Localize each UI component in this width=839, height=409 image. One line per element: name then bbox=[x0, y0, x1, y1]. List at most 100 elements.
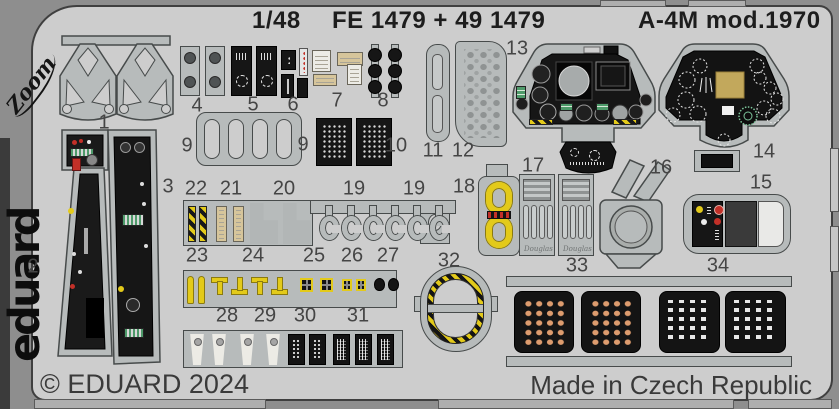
part-31-plate bbox=[333, 334, 350, 365]
part-15-panel bbox=[683, 194, 791, 254]
part-6-bit bbox=[299, 48, 308, 76]
part-number-label: 9 bbox=[181, 134, 193, 157]
part-1-canopy-frames bbox=[59, 35, 174, 121]
set-code: FE 1479 + 49 1479 bbox=[332, 7, 546, 34]
part-9-loop-strip bbox=[196, 112, 302, 166]
part-19-hook bbox=[408, 206, 429, 240]
part-8-knob bbox=[388, 80, 402, 94]
part-number-label: 13 bbox=[505, 37, 529, 60]
pedal-brand-text: Douglas bbox=[524, 245, 553, 253]
part-28-tag bbox=[212, 334, 226, 365]
part-27-knob bbox=[374, 278, 385, 291]
part-22-hazard-post bbox=[188, 206, 196, 242]
part-number-label: 3 bbox=[162, 175, 174, 198]
part-22-hazard-post bbox=[199, 206, 207, 242]
console-detail bbox=[72, 140, 77, 145]
part-number-label: 28 bbox=[215, 304, 239, 327]
part-19-hook bbox=[386, 206, 407, 240]
console-detail bbox=[72, 158, 81, 171]
part-23-pin bbox=[198, 276, 205, 304]
part-31-plate bbox=[377, 334, 394, 365]
gauge-dial bbox=[589, 150, 600, 161]
part-34-chaff-panel bbox=[659, 291, 720, 353]
part-number-label: 21 bbox=[219, 177, 243, 200]
part-28-tag bbox=[190, 334, 204, 365]
green-segment bbox=[516, 86, 526, 99]
green-segment bbox=[560, 103, 573, 111]
small-plate bbox=[694, 150, 740, 172]
part-29-tag bbox=[240, 334, 254, 365]
part-number-label: 25 bbox=[302, 244, 326, 267]
part-8-knob bbox=[368, 64, 382, 78]
console-detail bbox=[68, 208, 74, 214]
part-number-label: 32 bbox=[437, 249, 461, 272]
part-7-placard bbox=[313, 74, 337, 86]
console-detail bbox=[84, 228, 88, 254]
switch-row bbox=[570, 162, 604, 165]
runner-rail bbox=[506, 356, 792, 367]
sprue-tab bbox=[688, 0, 746, 7]
console-detail bbox=[120, 142, 131, 153]
part-17-rudder-pedal: Douglas bbox=[558, 174, 594, 256]
part-5-dial-plate bbox=[231, 46, 252, 96]
console-detail bbox=[72, 252, 76, 256]
part-number-label: 26 bbox=[340, 244, 364, 267]
part-number-label: 7 bbox=[331, 89, 343, 112]
part-33-flare-panel bbox=[581, 291, 641, 353]
part-7-placard bbox=[312, 50, 331, 72]
part-number-label: 16 bbox=[649, 156, 673, 179]
part-19-hook bbox=[320, 206, 341, 240]
console-detail bbox=[142, 202, 146, 206]
pedal-brand-text: Douglas bbox=[563, 245, 592, 253]
gauge-dial bbox=[570, 148, 579, 157]
part-number-label: 34 bbox=[706, 254, 730, 277]
part-24-t-handle bbox=[212, 276, 228, 296]
part-19-hook bbox=[430, 206, 451, 240]
part-6-bit bbox=[281, 74, 294, 98]
scale-label: 1/48 bbox=[252, 7, 301, 34]
console-detail bbox=[86, 154, 98, 166]
part-24-t-handle bbox=[272, 276, 288, 296]
part-26-switch-guard bbox=[342, 279, 352, 291]
part-number-label: 19 bbox=[342, 177, 366, 200]
part-number-label: 29 bbox=[253, 304, 277, 327]
part-4-plate bbox=[205, 46, 225, 96]
part-17-rudder-pedal: Douglas bbox=[519, 174, 555, 256]
part-number-label: 10 bbox=[384, 134, 408, 157]
part-number-label: 20 bbox=[272, 177, 296, 200]
console-detail bbox=[122, 214, 144, 226]
console-detail bbox=[124, 328, 144, 338]
part-34-chaff-panel bbox=[725, 291, 786, 353]
part-number-label: 1 bbox=[98, 111, 110, 134]
part-5-dial-plate bbox=[256, 46, 277, 96]
console-detail bbox=[86, 298, 104, 338]
part-4-plate bbox=[180, 46, 200, 96]
console-detail bbox=[70, 148, 94, 157]
part-number-label: 27 bbox=[376, 244, 400, 267]
part-8-knob bbox=[388, 48, 402, 62]
part-29-tag bbox=[266, 334, 280, 365]
part-24-t-handle bbox=[232, 276, 248, 296]
part-14-black-instrument-panel bbox=[658, 43, 790, 148]
part-30-plate bbox=[309, 334, 326, 365]
part-number-label: 4 bbox=[191, 94, 203, 117]
part-number-label: 30 bbox=[293, 304, 317, 327]
part-23-pin bbox=[187, 276, 194, 304]
part-number-label: 11 bbox=[422, 139, 444, 162]
scan-edge-strip bbox=[0, 138, 10, 409]
part-33-flare-panel bbox=[514, 291, 574, 353]
part-number-label: 9 bbox=[297, 133, 309, 156]
console-detail bbox=[87, 140, 91, 144]
sprue-tab bbox=[600, 0, 666, 7]
part-32-frame bbox=[420, 266, 492, 352]
part-16-mirror-assembly bbox=[599, 159, 672, 269]
console-detail bbox=[134, 142, 145, 153]
part-21-placard bbox=[216, 206, 227, 242]
part-number-label: 12 bbox=[451, 139, 475, 162]
part-8-knob bbox=[368, 48, 382, 62]
hazard-strip bbox=[613, 119, 637, 125]
subject-title: A-4M mod.1970 bbox=[638, 7, 821, 34]
part-number-label: 19 bbox=[402, 177, 426, 200]
